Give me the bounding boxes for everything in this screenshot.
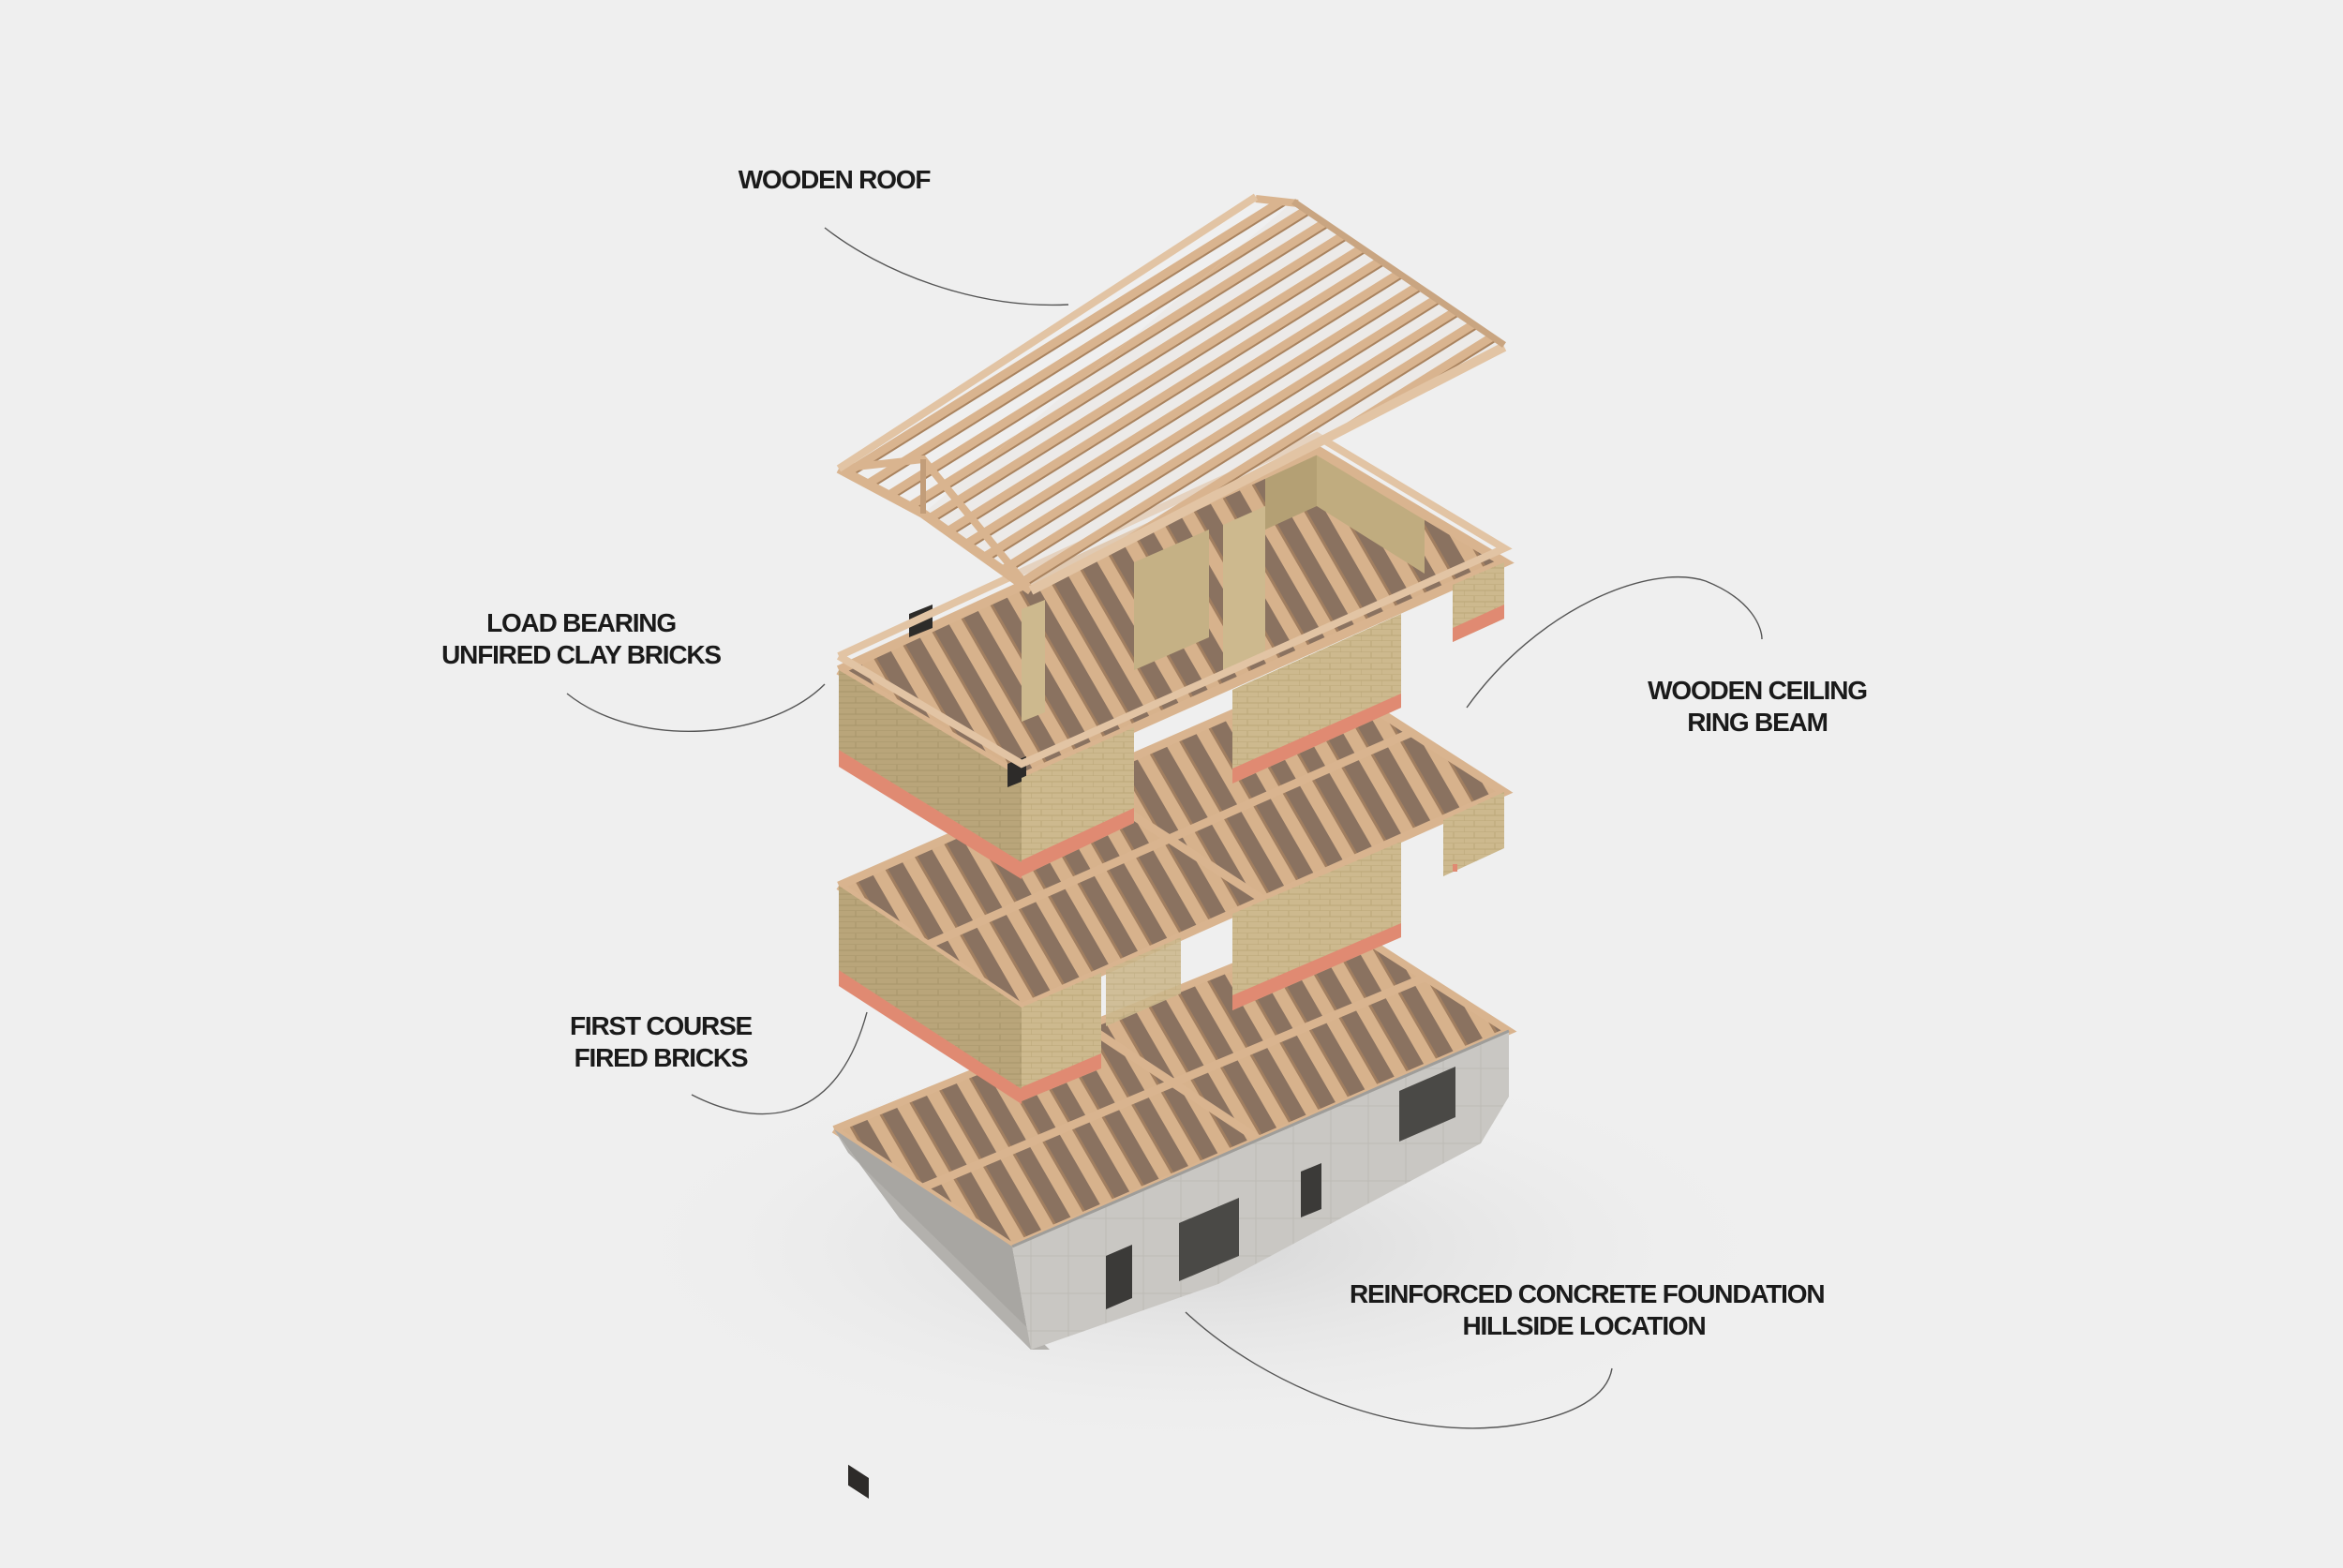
label-load-bearing: LOAD BEARING UNFIRED CLAY BRICKS bbox=[440, 607, 722, 671]
foundation-layer bbox=[831, 918, 1517, 1350]
label-wooden-ceiling: WOODEN CEILING RING BEAM bbox=[1617, 675, 1898, 739]
label-foundation-line-1: REINFORCED CONCRETE FOUNDATION bbox=[1350, 1279, 1826, 1308]
label-wooden-roof-line-1: WOODEN ROOF bbox=[738, 165, 932, 194]
leader-foundation bbox=[1185, 1311, 1613, 1429]
label-first-course-line-1: FIRST COURSE bbox=[569, 1011, 753, 1040]
label-foundation-line-2: HILLSIDE LOCATION bbox=[1462, 1311, 1706, 1340]
leader-load-bearing bbox=[566, 683, 826, 732]
label-foundation: REINFORCED CONCRETE FOUNDATION HILLSIDE … bbox=[1350, 1278, 1826, 1342]
label-load-bearing-line-1: LOAD BEARING bbox=[486, 608, 677, 637]
label-load-bearing-line-2: UNFIRED CLAY BRICKS bbox=[441, 640, 722, 669]
label-first-course: FIRST COURSE FIRED BRICKS bbox=[520, 1010, 801, 1074]
roof-layer bbox=[836, 193, 1507, 595]
first-floor-layer bbox=[836, 669, 1514, 1500]
leader-first-course bbox=[691, 1011, 868, 1115]
upper-floor-layer bbox=[836, 431, 1515, 879]
leader-wooden-roof bbox=[824, 227, 1069, 306]
label-wooden-ceiling-line-1: WOODEN CEILING bbox=[1648, 676, 1868, 705]
label-wooden-ceiling-line-2: RING BEAM bbox=[1687, 708, 1828, 737]
leader-wooden-ceiling bbox=[1466, 576, 1763, 709]
label-first-course-line-2: FIRED BRICKS bbox=[574, 1043, 749, 1072]
leader-lines bbox=[566, 227, 1763, 1429]
label-wooden-roof: WOODEN ROOF bbox=[694, 164, 975, 196]
